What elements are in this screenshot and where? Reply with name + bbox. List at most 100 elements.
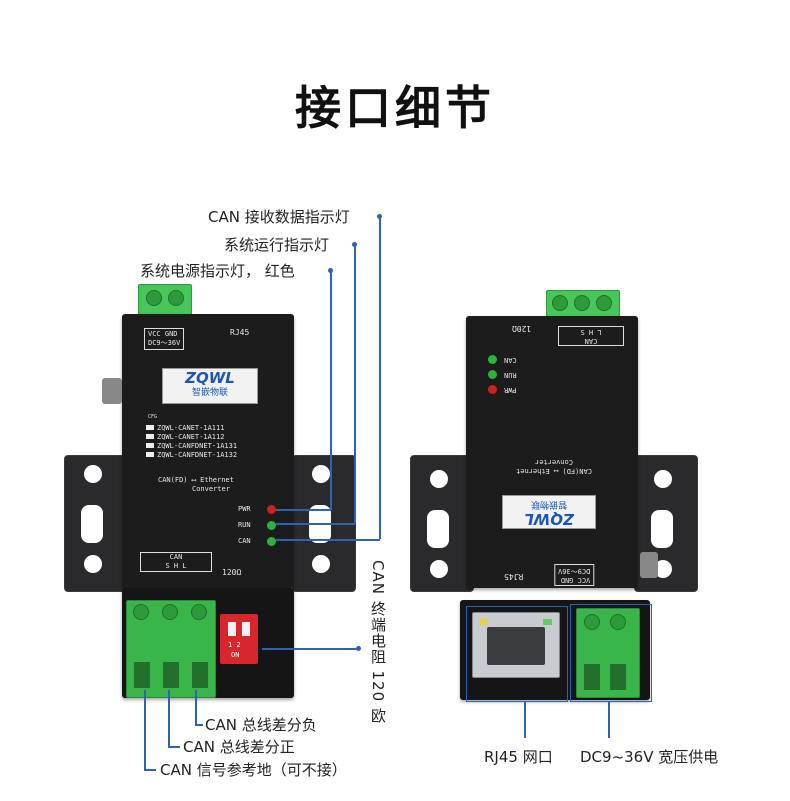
terminal-screw (133, 604, 149, 620)
converter-line-1: CAN(FD) ⟷ Ethernet (158, 476, 234, 484)
callout-rj45: RJ45 网口 (484, 748, 553, 766)
dc-label: DC9～36V (558, 567, 591, 575)
rj45-opening (487, 627, 545, 665)
callout-can-gnd: CAN 信号参考地（可不接） (160, 761, 347, 779)
rj45-bracket (466, 606, 568, 702)
dip-numbers: 1 2 (228, 641, 241, 649)
ground-screw (640, 552, 658, 578)
model-list-rotated: CAN(FD) ⟷ Ethernet Converter (484, 405, 624, 475)
converter-line-2: Converter (535, 458, 573, 466)
callout-can-h: CAN 总线差分正 (183, 738, 295, 756)
callout-line (276, 539, 380, 541)
power-bracket (570, 604, 652, 702)
logo: ZQWL 智嵌物联 (162, 368, 258, 404)
terminal-screw (168, 290, 184, 306)
vcc-label: VCC (577, 576, 591, 584)
gnd-label: GND (560, 576, 574, 584)
logo-cn: 智嵌物联 (531, 499, 568, 509)
callout-line (195, 690, 197, 724)
callout-line (330, 270, 332, 510)
callout-line (168, 690, 170, 746)
mounting-slot (81, 505, 103, 543)
terminal-screw (584, 614, 600, 630)
callout-power: DC9~36V 宽压供电 (580, 748, 719, 766)
callout-pwr-led: 系统电源指示灯， 红色 (140, 262, 295, 280)
mounting-hole (430, 470, 448, 488)
mounting-hole (654, 560, 672, 578)
mounting-slot (427, 510, 449, 548)
device-left: VCC GND DC9～36V RJ45 ZQWL 智嵌物联 CFG ZQWL-… (62, 280, 362, 700)
callout-line (144, 690, 146, 769)
converter-line-1: CAN(FD) ⟷ Ethernet (516, 467, 592, 475)
led-label-pwr: PWR (238, 505, 251, 513)
terminal-screw (574, 295, 590, 311)
callout-can-rx-led: CAN 接收数据指示灯 (208, 208, 350, 226)
page-title: 接口细节 (295, 81, 495, 135)
model-item: ZQWL-CANFDNET-1A132 (146, 451, 237, 460)
ohm-label: 120Ω (512, 324, 532, 333)
callout-line (354, 244, 356, 523)
callout-line (276, 509, 331, 511)
model-item: ZQWL-CANFDNET-1A131 (146, 442, 237, 451)
dip-switch[interactable]: 1 2 ON (220, 614, 258, 664)
callout-line (379, 216, 381, 539)
wire-slot (134, 662, 150, 688)
mounting-hole (84, 465, 102, 483)
can-shl-box: CAN L H S (558, 326, 624, 346)
terminal-screw (162, 604, 178, 620)
pwr-led (267, 505, 276, 514)
dip-toggle[interactable] (242, 622, 250, 636)
led-label-pwr: PWR (504, 386, 517, 394)
run-led (488, 370, 497, 379)
terminal-screw (552, 295, 568, 311)
rj45-silk: RJ45 (230, 328, 250, 337)
vcc-label: VCC (148, 330, 161, 338)
callout-line (608, 702, 610, 738)
callout-line (168, 746, 180, 748)
terminal-screw (610, 614, 626, 630)
callout-line (262, 648, 358, 650)
run-led (267, 521, 276, 530)
rj45-led (543, 619, 552, 625)
rj45-silk: RJ45 (504, 572, 524, 581)
logo: ZQWL 智嵌物联 (502, 495, 596, 529)
terminal-screw (596, 295, 612, 311)
led-label-can: CAN (238, 537, 251, 545)
cfg-label: CFG (148, 414, 158, 420)
mounting-slot (651, 510, 673, 548)
dip-toggle[interactable] (228, 622, 236, 636)
can-led (488, 355, 497, 364)
terminal-screw (146, 290, 162, 306)
can-led (267, 537, 276, 546)
dc-label: DC9～36V (148, 339, 181, 347)
rj45-port[interactable] (472, 612, 560, 678)
can-box-label: CAN (169, 553, 183, 561)
device-right: 120Ω CAN L H S CAN RUN PWR CAN(FD) ⟷ Eth… (408, 280, 708, 700)
shl-label: S H L (165, 562, 187, 570)
callout-line (276, 523, 355, 525)
logo-text: ZQWL (185, 369, 235, 387)
can-box-label: CAN (584, 337, 598, 345)
callout-line (195, 724, 203, 726)
model-item: ZQWL-CANET-1A111 (146, 424, 237, 433)
can-shl-box: CAN S H L (140, 552, 212, 572)
gnd-label: GND (164, 330, 178, 338)
model-item: ZQWL-CANET-1A112 (146, 433, 237, 442)
ground-screw (102, 378, 122, 404)
mounting-hole (84, 555, 102, 573)
callout-terminal-resistor: CAN 终端电阻 120 欧 (369, 560, 387, 724)
mounting-hole (312, 465, 330, 483)
terminal-screw (191, 604, 207, 620)
pwr-led (488, 385, 497, 394)
led-label-can: CAN (504, 356, 517, 364)
led-label-run: RUN (238, 521, 251, 529)
converter-line-2: Converter (192, 485, 230, 493)
logo-cn: 智嵌物联 (191, 388, 228, 398)
wire-slot (163, 662, 179, 688)
rj45-led (479, 619, 488, 625)
callout-can-l: CAN 总线差分负 (205, 716, 317, 734)
wire-slot (584, 664, 600, 690)
vcc-gnd-box: VCC GND DC9～36V (554, 564, 595, 586)
model-list: ZQWL-CANET-1A111 ZQWL-CANET-1A112 ZQWL-C… (146, 424, 237, 460)
logo-text: ZQWL (524, 510, 574, 528)
